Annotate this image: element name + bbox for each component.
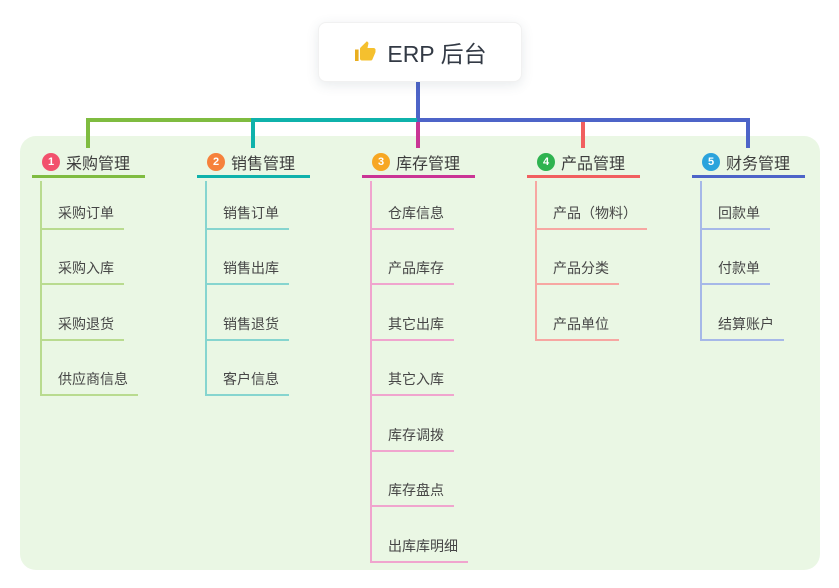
child-node[interactable]: 供应商信息 — [40, 341, 138, 396]
connector-bus-segment-2 — [251, 118, 417, 122]
child-node-label: 其它出库 — [388, 315, 444, 332]
child-node[interactable]: 回款单 — [700, 174, 770, 230]
root-node[interactable]: ERP 后台 — [318, 22, 522, 82]
child-node-label: 供应商信息 — [58, 371, 128, 387]
child-node-label: 产品库存 — [388, 260, 444, 276]
child-node-label: 销售订单 — [223, 204, 279, 221]
thumbs-up-icon — [355, 41, 376, 61]
child-node-label: 产品（物料） — [553, 204, 637, 221]
child-node[interactable]: 付款单 — [700, 230, 770, 285]
child-node[interactable]: 产品分类 — [535, 230, 619, 285]
child-node[interactable]: 仓库信息 — [370, 174, 454, 230]
branch-badge: 3 — [372, 152, 390, 171]
branch-label: 销售管理 — [231, 155, 296, 173]
branches-panel — [20, 136, 820, 570]
child-node[interactable]: 销售出库 — [205, 230, 289, 285]
branch-children-1: 采购订单采购入库采购退货供应商信息 — [40, 174, 138, 396]
child-node[interactable]: 其它入库 — [370, 341, 454, 396]
child-node[interactable]: 销售订单 — [205, 174, 289, 230]
child-node[interactable]: 产品单位 — [535, 285, 619, 341]
connector-child-line-5 — [700, 181, 702, 341]
child-node[interactable]: 客户信息 — [205, 341, 289, 396]
branch-label: 采购管理 — [66, 155, 131, 173]
child-node-label: 采购入库 — [58, 260, 114, 276]
branch-children-5: 回款单付款单结算账户 — [700, 174, 784, 341]
branch-node-2[interactable]: 2 销售管理 — [197, 148, 310, 178]
child-node-label: 付款单 — [718, 260, 760, 276]
child-node[interactable]: 销售退货 — [205, 285, 289, 341]
child-node[interactable]: 库存盘点 — [370, 452, 454, 507]
child-node-label: 库存调拨 — [388, 426, 444, 443]
connector-drop-5 — [746, 122, 750, 148]
child-node[interactable]: 结算账户 — [700, 285, 784, 341]
connector-drop-3 — [416, 122, 420, 148]
child-node[interactable]: 出库库明细 — [370, 507, 468, 563]
child-node[interactable]: 库存调拨 — [370, 396, 454, 452]
child-node-label: 采购订单 — [58, 204, 114, 221]
connector-drop-1 — [86, 122, 90, 148]
branch-badge: 2 — [207, 152, 225, 171]
child-node-label: 库存盘点 — [388, 482, 444, 498]
connector-child-line-4 — [535, 181, 537, 341]
child-node[interactable]: 采购入库 — [40, 230, 124, 285]
child-node-label: 产品分类 — [553, 260, 609, 276]
branch-children-3: 仓库信息产品库存其它出库其它入库库存调拨库存盘点出库库明细 — [370, 174, 468, 563]
child-node-label: 结算账户 — [718, 315, 774, 332]
child-node-label: 产品单位 — [553, 315, 609, 332]
child-node-label: 回款单 — [718, 204, 760, 221]
connector-drop-4 — [581, 122, 585, 148]
child-node[interactable]: 采购退货 — [40, 285, 124, 341]
child-node-label: 其它入库 — [388, 371, 444, 387]
child-node[interactable]: 采购订单 — [40, 174, 124, 230]
child-node-label: 采购退货 — [58, 315, 114, 332]
branch-node-1[interactable]: 1 采购管理 — [32, 148, 145, 178]
connector-child-line-1 — [40, 181, 42, 396]
connector-root-stem — [416, 82, 420, 118]
branch-children-2: 销售订单销售出库销售退货客户信息 — [205, 174, 289, 396]
connector-child-line-2 — [205, 181, 207, 396]
connector-bus-segment-3 — [417, 118, 750, 122]
child-node[interactable]: 产品库存 — [370, 230, 454, 285]
root-node-label: ERP 后台 — [387, 41, 487, 67]
connector-bus-segment-1 — [86, 118, 251, 122]
connector-child-line-3 — [370, 181, 372, 563]
branch-node-4[interactable]: 4 产品管理 — [527, 148, 640, 178]
branch-node-3[interactable]: 3 库存管理 — [362, 148, 475, 178]
child-node-label: 仓库信息 — [388, 204, 444, 221]
branch-badge: 4 — [537, 152, 555, 171]
branch-node-5[interactable]: 5 财务管理 — [692, 148, 805, 178]
child-node[interactable]: 其它出库 — [370, 285, 454, 341]
branch-label: 财务管理 — [726, 155, 791, 173]
child-node-label: 出库库明细 — [388, 537, 458, 554]
child-node-label: 客户信息 — [223, 371, 279, 387]
branch-label: 库存管理 — [396, 155, 461, 173]
child-node[interactable]: 产品（物料） — [535, 174, 647, 230]
branch-label: 产品管理 — [561, 155, 626, 173]
branch-children-4: 产品（物料） 产品分类产品单位 — [535, 174, 647, 341]
child-node-label: 销售退货 — [223, 315, 279, 332]
branch-badge: 1 — [42, 152, 60, 171]
branch-badge: 5 — [702, 152, 720, 171]
child-node-label: 销售出库 — [223, 260, 279, 276]
connector-drop-2 — [251, 122, 255, 148]
